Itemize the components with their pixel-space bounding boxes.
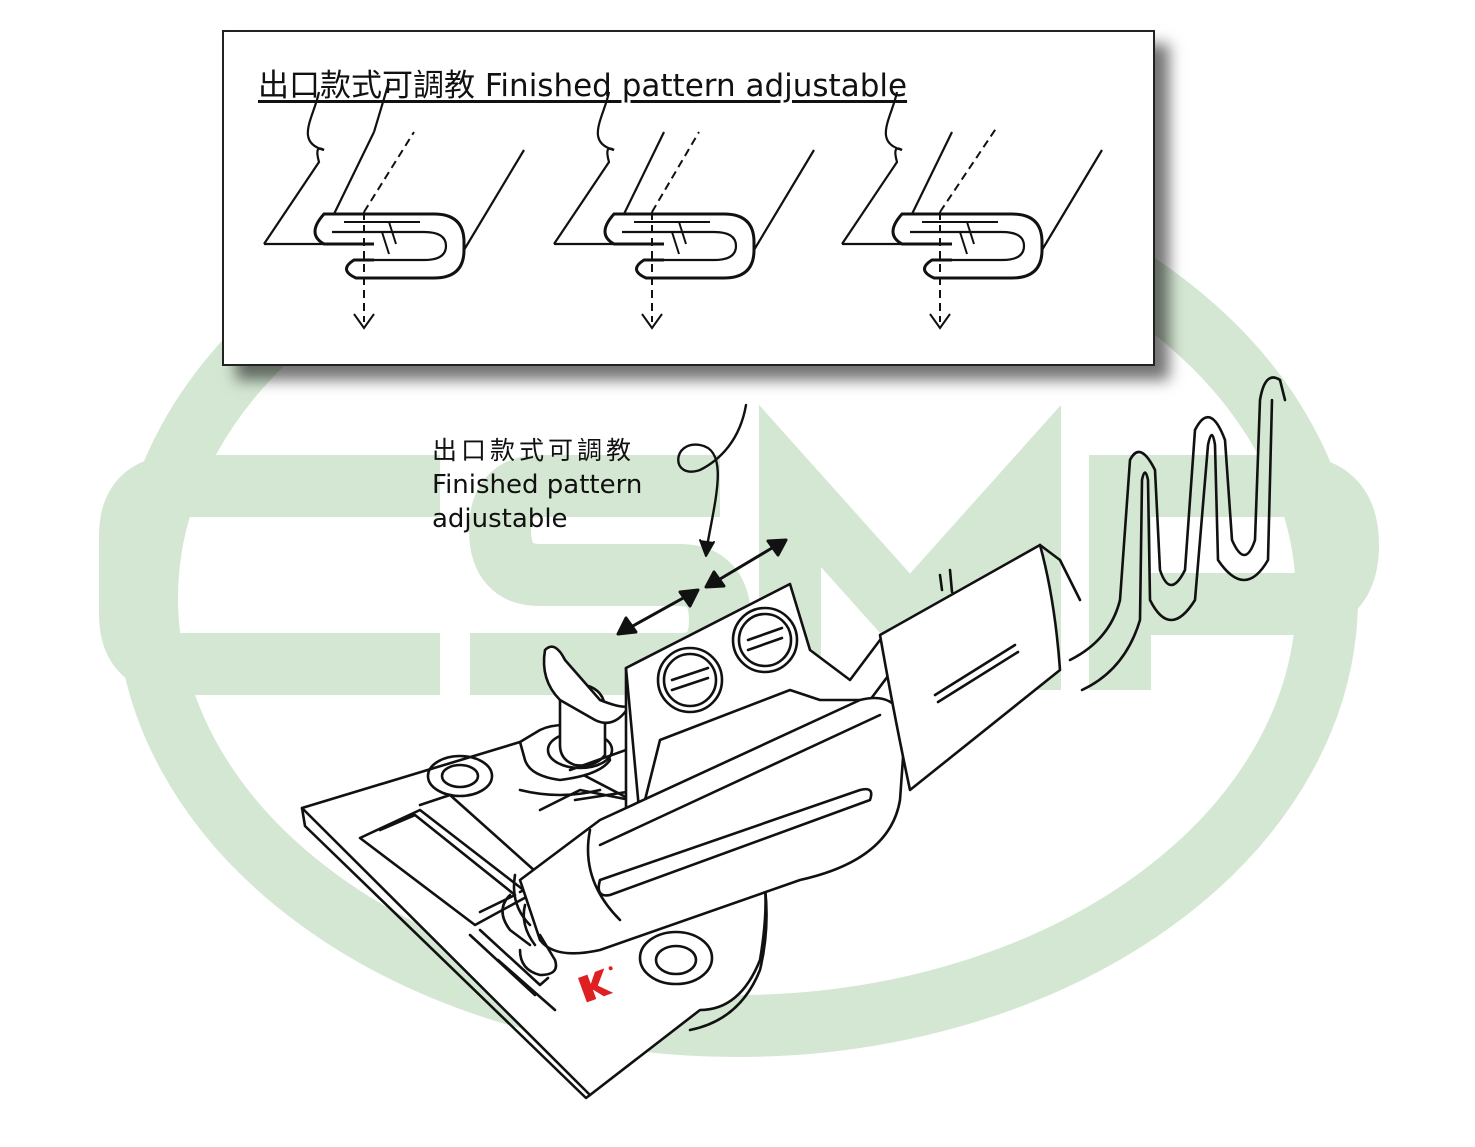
- screw-icon: [731, 606, 799, 674]
- finished-pattern-panel: 出口款式可調教 Finished pattern adjustable: [222, 30, 1155, 366]
- feed-slot-3: [478, 928, 550, 987]
- callout-arrow-head: [699, 539, 715, 557]
- wing-nut: [542, 645, 632, 725]
- dashed-down-arrow-icon: [641, 313, 663, 330]
- fold-pattern-1: [262, 81, 526, 330]
- dashed-down-arrow-icon: [929, 313, 951, 330]
- callout-label-en-1: Finished pattern: [432, 470, 643, 500]
- feed-slot-4: [496, 958, 557, 1012]
- brand-logo-mark: [578, 966, 614, 1003]
- brand-logo-glyph: [578, 968, 614, 1003]
- double-headed-arrow-icon: [704, 538, 788, 589]
- wire-spring: [1068, 376, 1287, 662]
- binder-scroll: [518, 696, 907, 955]
- fabric-guide-block: [878, 543, 1062, 792]
- binder-slot: [597, 787, 873, 897]
- double-headed-arrow-icon: [616, 588, 700, 636]
- mounting-hole-2: [638, 930, 714, 986]
- guide-pin: [938, 568, 954, 594]
- callout-label: 出口款式可調教 Finished pattern adjustable: [432, 434, 642, 536]
- fold-pattern-3: [840, 90, 1104, 330]
- fold-pattern-2: [552, 90, 816, 330]
- fold-pattern-diagrams: [262, 81, 1104, 330]
- dashed-down-arrow-icon: [353, 313, 375, 330]
- callout-label-zh: 出口款式可調教: [432, 436, 636, 465]
- watermark-letter-p: [1089, 455, 1380, 690]
- callout-leader-line: [677, 403, 748, 554]
- watermark-letter-c: [99, 455, 440, 695]
- mounting-hole-1: [426, 754, 494, 798]
- callout-label-en-2: adjustable: [432, 504, 568, 534]
- panel-title: 出口款式可調教 Finished pattern adjustable: [258, 68, 908, 104]
- throat-plate-side: [300, 806, 592, 1100]
- screw-icon: [656, 646, 724, 714]
